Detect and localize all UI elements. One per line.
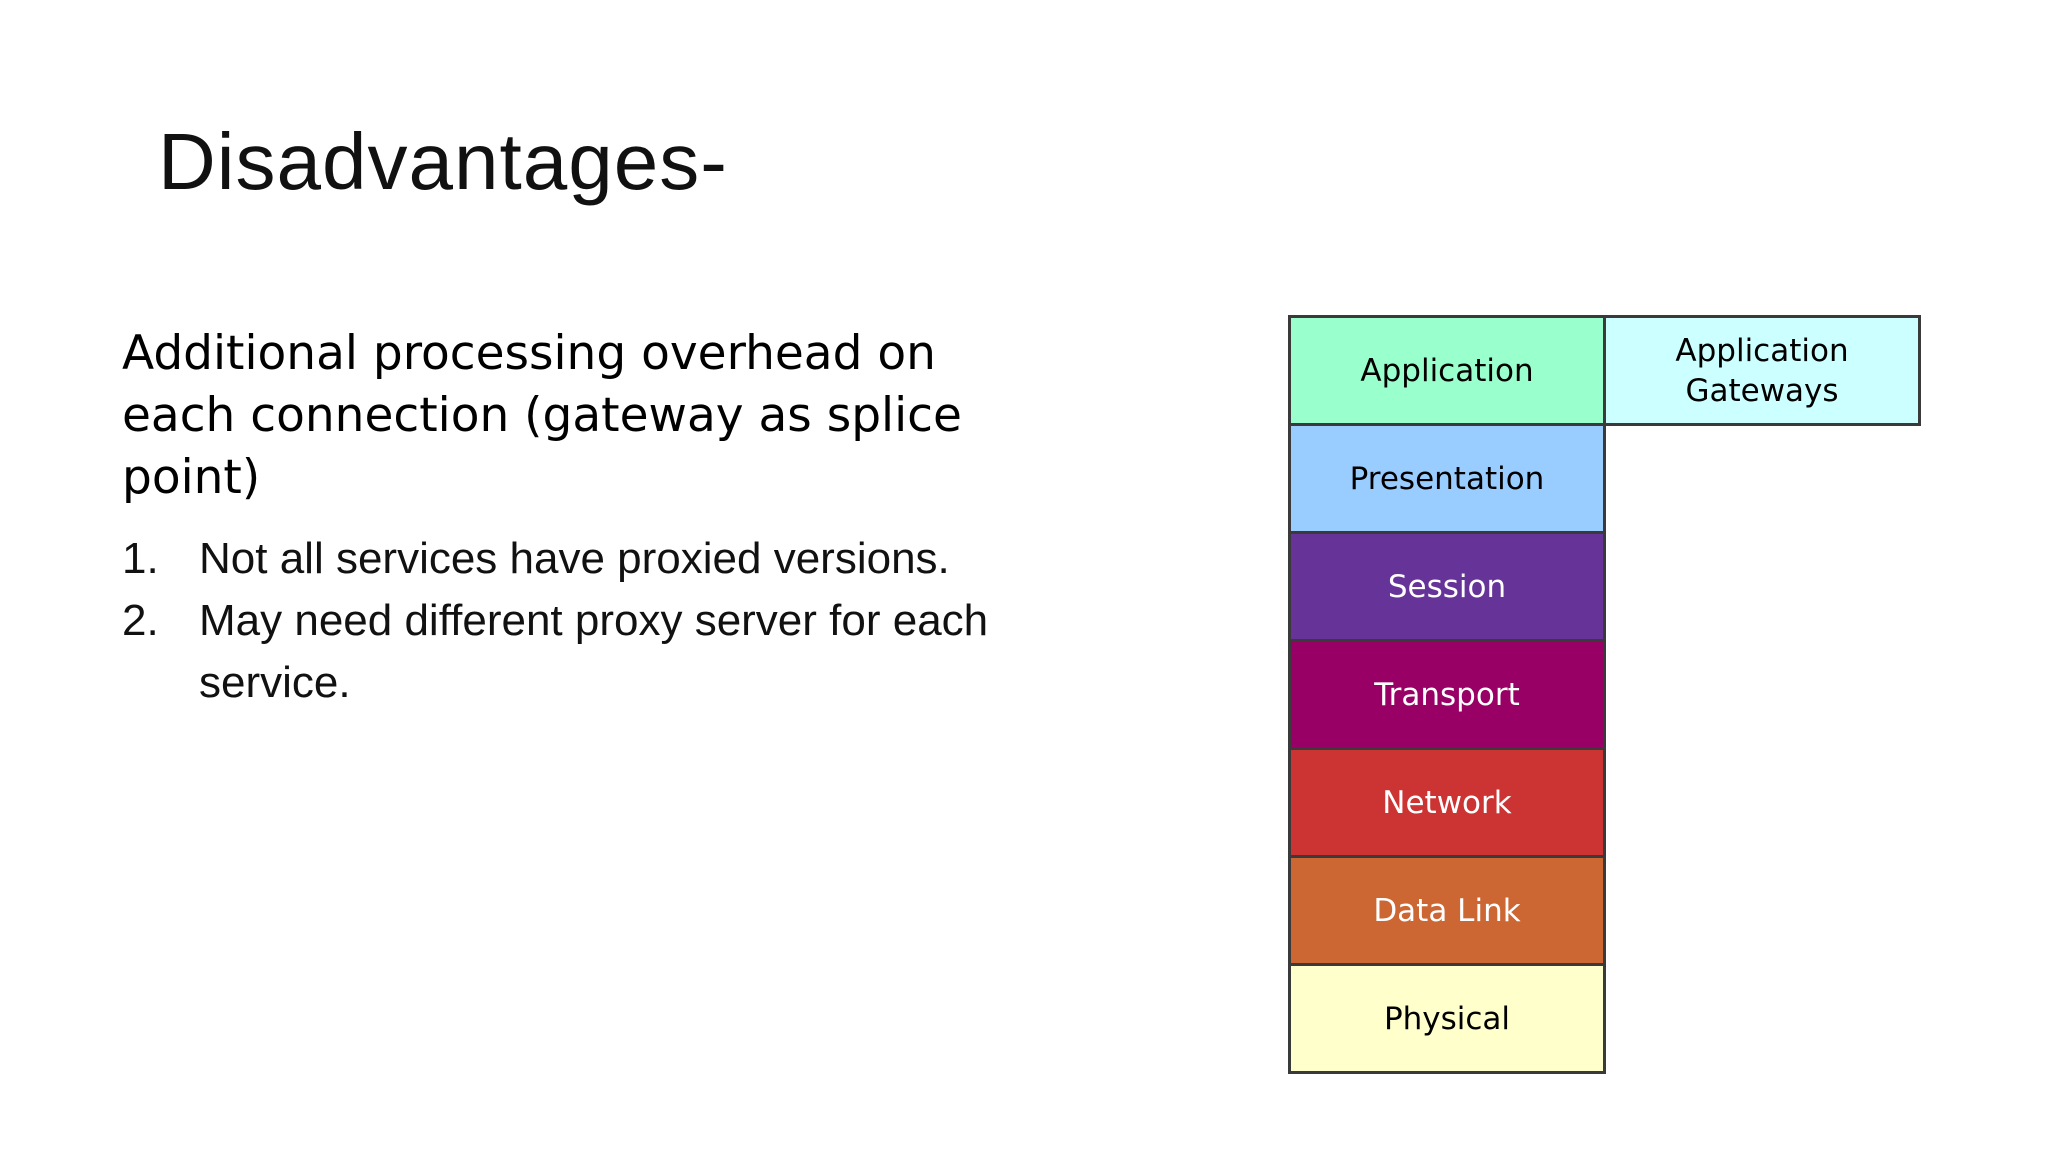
slide-title: Disadvantages- — [158, 117, 728, 206]
osi-gateway-diagram: Application Presentation Session Transpo… — [1288, 315, 1921, 1095]
layer-data-link: Data Link — [1288, 855, 1606, 966]
list-item: 2. May need different proxy server for e… — [122, 590, 1022, 714]
layer-application: Application — [1288, 315, 1606, 426]
application-gateways-box: Application Gateways — [1603, 315, 1921, 426]
layer-transport: Transport — [1288, 639, 1606, 750]
numbered-list: 1. Not all services have proxied version… — [122, 528, 1022, 714]
osi-layer-stack: Application Presentation Session Transpo… — [1288, 315, 1606, 1074]
list-text: Not all services have proxied versions. — [199, 534, 950, 583]
list-number: 2. — [122, 596, 159, 645]
lead-paragraph: Additional processing overhead on each c… — [122, 326, 962, 505]
layer-physical: Physical — [1288, 963, 1606, 1074]
list-text: May need different proxy server for each… — [199, 596, 989, 707]
layer-presentation: Presentation — [1288, 423, 1606, 534]
layer-network: Network — [1288, 747, 1606, 858]
list-item: 1. Not all services have proxied version… — [122, 528, 1022, 590]
list-number: 1. — [122, 534, 159, 583]
layer-session: Session — [1288, 531, 1606, 642]
